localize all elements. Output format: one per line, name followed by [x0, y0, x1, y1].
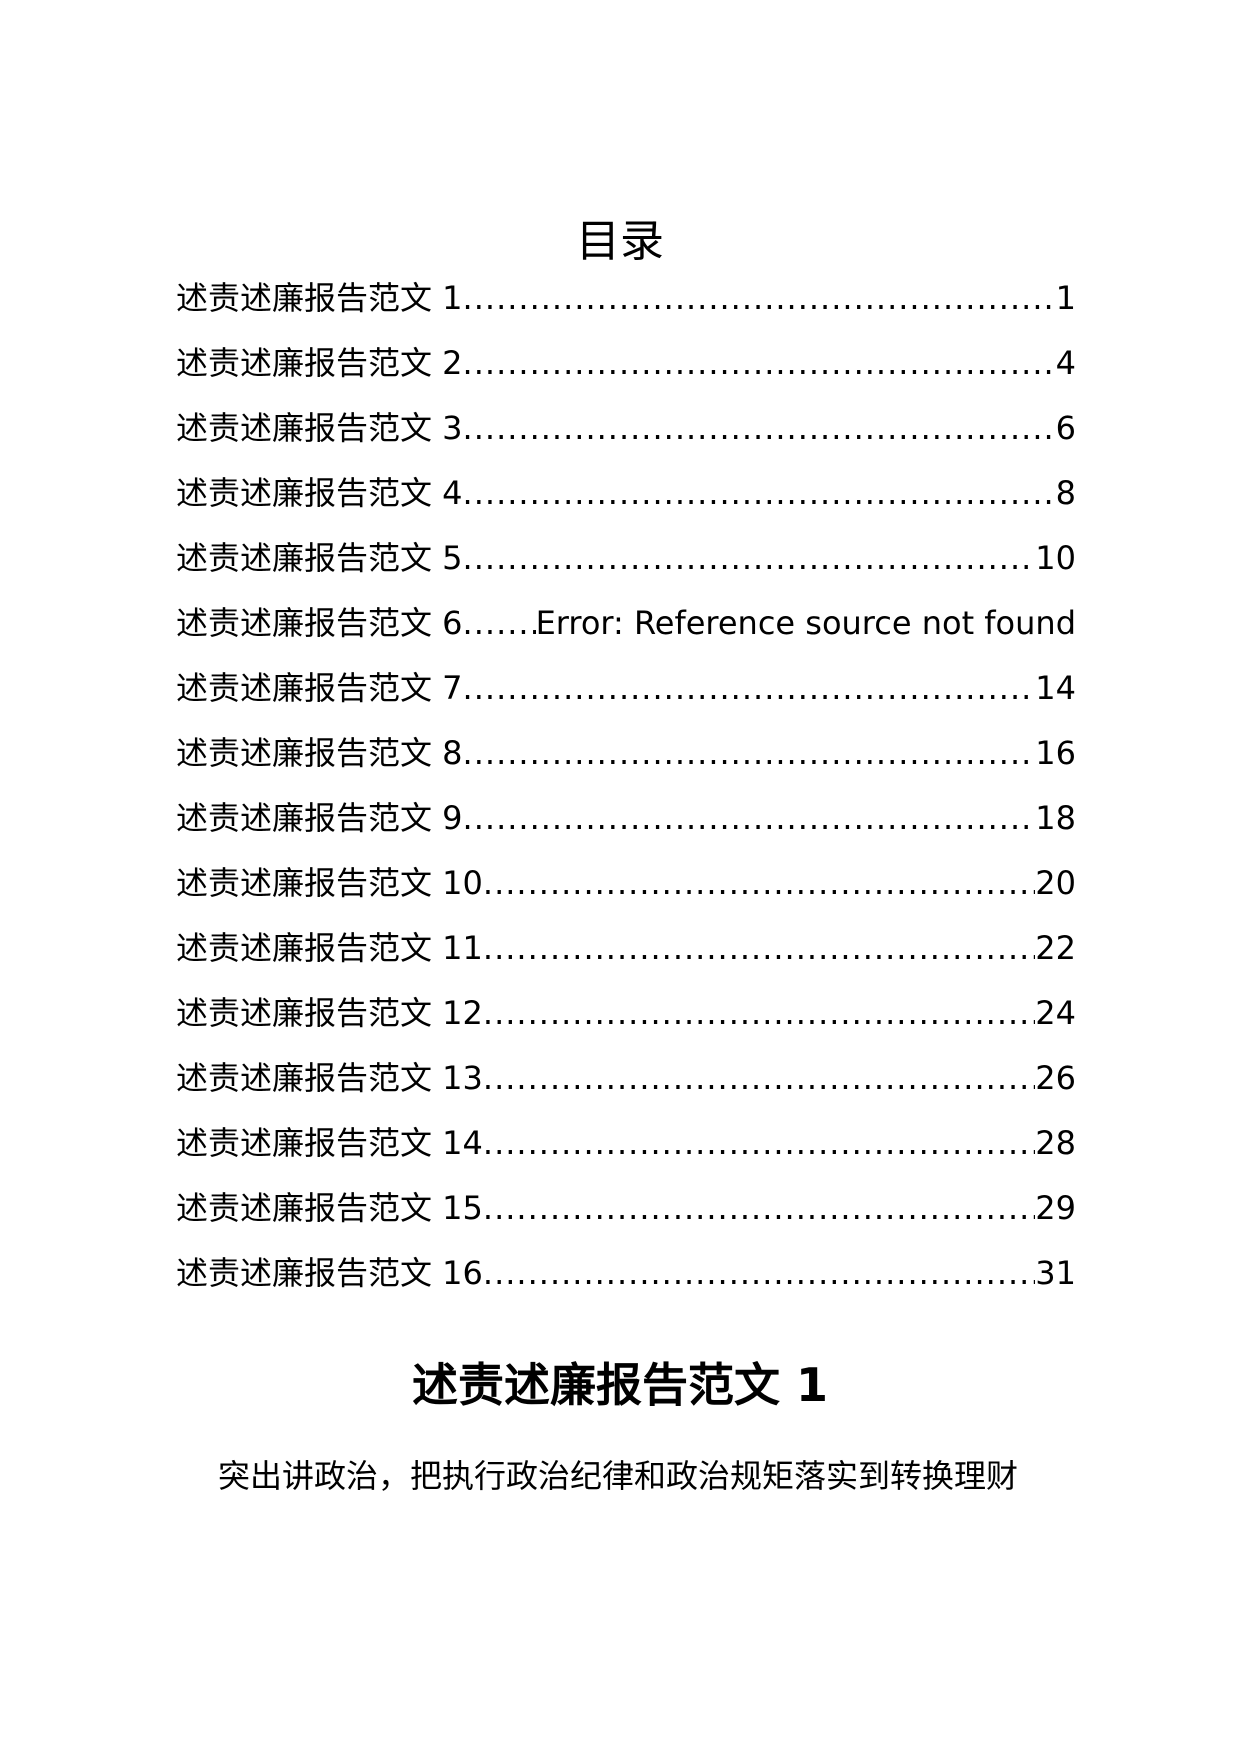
toc-entry-label: 述责述廉报告范文 13: [176, 1059, 483, 1097]
toc-entry-page: 6: [1055, 409, 1076, 447]
toc-entry[interactable]: 述责述廉报告范文 14 28: [176, 1123, 1076, 1188]
toc-entry-label: 述责述廉报告范文 15: [176, 1189, 483, 1227]
toc-entry[interactable]: 述责述廉报告范文 12 24: [176, 993, 1076, 1058]
body-paragraph: 突出讲政治，把执行政治纪律和政治规矩落实到转换理财: [218, 1457, 1019, 1495]
toc-entry-page: 20: [1035, 864, 1076, 902]
toc-entry[interactable]: 述责述廉报告范文 13 26: [176, 1058, 1076, 1123]
dot-leader: [463, 408, 1056, 448]
toc-entry-page: 31: [1035, 1254, 1076, 1292]
dot-leader: [463, 473, 1056, 513]
dot-leader: [463, 603, 536, 643]
toc-entry-page: 29: [1035, 1189, 1076, 1227]
toc-entry-label: 述责述廉报告范文 7: [176, 669, 463, 707]
dot-leader: [463, 538, 1036, 578]
toc-entry[interactable]: 述责述廉报告范文 15 29: [176, 1188, 1076, 1253]
toc-entry[interactable]: 述责述廉报告范文 16 31: [176, 1253, 1076, 1318]
toc-entry-label: 述责述廉报告范文 14: [176, 1124, 483, 1162]
dot-leader: [463, 278, 1056, 318]
toc-entry-label: 述责述廉报告范文 8: [176, 734, 463, 772]
toc-entry-label: 述责述廉报告范文 2: [176, 344, 463, 382]
toc-entry[interactable]: 述责述廉报告范文 9 18: [176, 798, 1076, 863]
dot-leader: [463, 668, 1036, 708]
dot-leader: [483, 928, 1035, 968]
toc-entry[interactable]: 述责述廉报告范文 7 14: [176, 668, 1076, 733]
toc-entry-label: 述责述廉报告范文 1: [176, 279, 463, 317]
toc-entry-label: 述责述廉报告范文 6: [176, 604, 463, 642]
toc-entry[interactable]: 述责述廉报告范文 5 10: [176, 538, 1076, 603]
toc-entry-page: 28: [1035, 1124, 1076, 1162]
toc-entry-label: 述责述廉报告范文 3: [176, 409, 463, 447]
section-heading: 述责述廉报告范文 1: [411, 1358, 829, 1412]
toc-entry[interactable]: 述责述廉报告范文 3 6: [176, 408, 1076, 473]
dot-leader: [463, 343, 1056, 383]
toc-entry-page: 8: [1055, 474, 1076, 512]
dot-leader: [483, 863, 1035, 903]
toc-entry-page: Error: Reference source not found: [535, 604, 1076, 642]
toc-entry[interactable]: 述责述廉报告范文 6 Error: Reference source not fo…: [176, 603, 1076, 668]
toc-entry-page: 22: [1035, 929, 1076, 967]
toc-title: 目录: [576, 216, 664, 267]
dot-leader: [463, 798, 1036, 838]
toc-entry-page: 1: [1055, 279, 1076, 317]
dot-leader: [463, 733, 1036, 773]
toc-entry-label: 述责述廉报告范文 4: [176, 474, 463, 512]
toc-entry-page: 18: [1035, 799, 1076, 837]
dot-leader: [483, 993, 1035, 1033]
toc-entry-page: 26: [1035, 1059, 1076, 1097]
toc-entry[interactable]: 述责述廉报告范文 1 1: [176, 278, 1076, 343]
toc-entry-label: 述责述廉报告范文 9: [176, 799, 463, 837]
toc-entry[interactable]: 述责述廉报告范文 4 8: [176, 473, 1076, 538]
dot-leader: [483, 1253, 1035, 1293]
toc-entry-page: 14: [1035, 669, 1076, 707]
table-of-contents: 述责述廉报告范文 1 1 述责述廉报告范文 2 4 述责述廉报告范文 3 6 述责述廉…: [176, 278, 1076, 1318]
toc-entry[interactable]: 述责述廉报告范文 8 16: [176, 733, 1076, 798]
dot-leader: [483, 1058, 1035, 1098]
toc-entry-label: 述责述廉报告范文 10: [176, 864, 483, 902]
toc-entry-label: 述责述廉报告范文 12: [176, 994, 483, 1032]
toc-entry-label: 述责述廉报告范文 5: [176, 539, 463, 577]
toc-entry-page: 4: [1055, 344, 1076, 382]
toc-entry[interactable]: 述责述廉报告范文 10 20: [176, 863, 1076, 928]
toc-entry-page: 10: [1035, 539, 1076, 577]
toc-entry-label: 述责述廉报告范文 16: [176, 1254, 483, 1292]
toc-entry-page: 24: [1035, 994, 1076, 1032]
dot-leader: [483, 1123, 1035, 1163]
toc-entry[interactable]: 述责述廉报告范文 11 22: [176, 928, 1076, 993]
toc-entry-page: 16: [1035, 734, 1076, 772]
toc-entry-label: 述责述廉报告范文 11: [176, 929, 483, 967]
toc-entry[interactable]: 述责述廉报告范文 2 4: [176, 343, 1076, 408]
dot-leader: [483, 1188, 1035, 1228]
